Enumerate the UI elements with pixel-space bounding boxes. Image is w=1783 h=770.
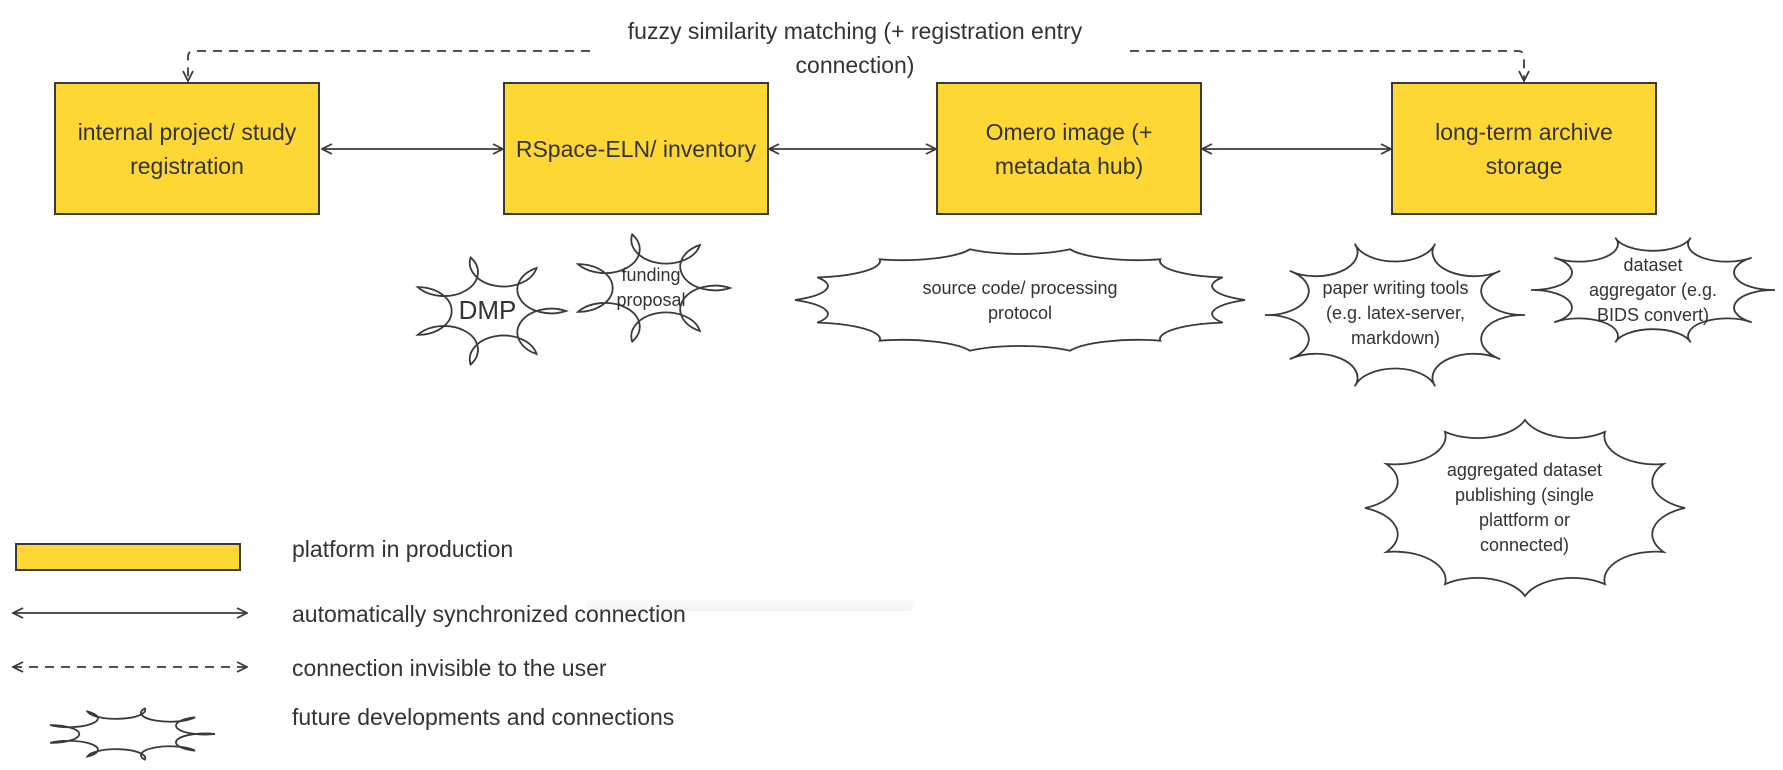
- platform-label: internal project/ study registration: [77, 118, 297, 179]
- paper-writing-cloud: [1264, 243, 1526, 387]
- platform-archive: long-term archive storage: [1391, 82, 1657, 215]
- legend-sync-label: automatically synchronized connection: [292, 601, 686, 627]
- legend-invisible-label: connection invisible to the user: [292, 655, 607, 681]
- cloud-label-paper-writing: paper writing tools (e.g. latex-server, …: [1322, 277, 1469, 348]
- cloud-label-source-code: source code/ processing protocol: [922, 278, 1118, 323]
- fuzzy-connection-left: [188, 50, 590, 81]
- aggregated-publishing-cloud: [1364, 418, 1686, 598]
- fuzzy-matching-label: fuzzy similarity matching (+ registratio…: [590, 14, 1120, 82]
- funding-cloud: [575, 232, 733, 344]
- dataset-aggregator-cloud: [1530, 237, 1776, 343]
- cloud-label-dataset-aggregator: dataset aggregator (e.g. BIDS convert): [1588, 254, 1718, 325]
- platform-rspace: RSpace-ELN/ inventory: [503, 82, 769, 215]
- platform-label: long-term archive storage: [1435, 118, 1613, 179]
- cloud-label-funding: funding proposal: [616, 265, 686, 310]
- platform-label: Omero image (+ metadata hub): [985, 118, 1153, 179]
- platform-label: RSpace-ELN/ inventory: [515, 135, 757, 162]
- scan-smudge: [585, 597, 915, 611]
- platform-omero: Omero image (+ metadata hub): [936, 82, 1202, 215]
- legend-platform-swatch: [15, 543, 241, 571]
- dmp-cloud: [415, 255, 569, 367]
- cloud-label-aggregated-publishing: aggregated dataset publishing (single pl…: [1446, 459, 1603, 555]
- legend-platform-label: platform in production: [292, 536, 514, 562]
- legend-future-label: future developments and connections: [292, 704, 675, 730]
- cloud-label-dmp: DMP: [458, 294, 517, 325]
- legend-cloud-icon: [49, 707, 216, 761]
- fuzzy-connection-right: [1130, 50, 1524, 81]
- platform-registration: internal project/ study registration: [54, 82, 320, 215]
- source-code-cloud: [794, 248, 1246, 352]
